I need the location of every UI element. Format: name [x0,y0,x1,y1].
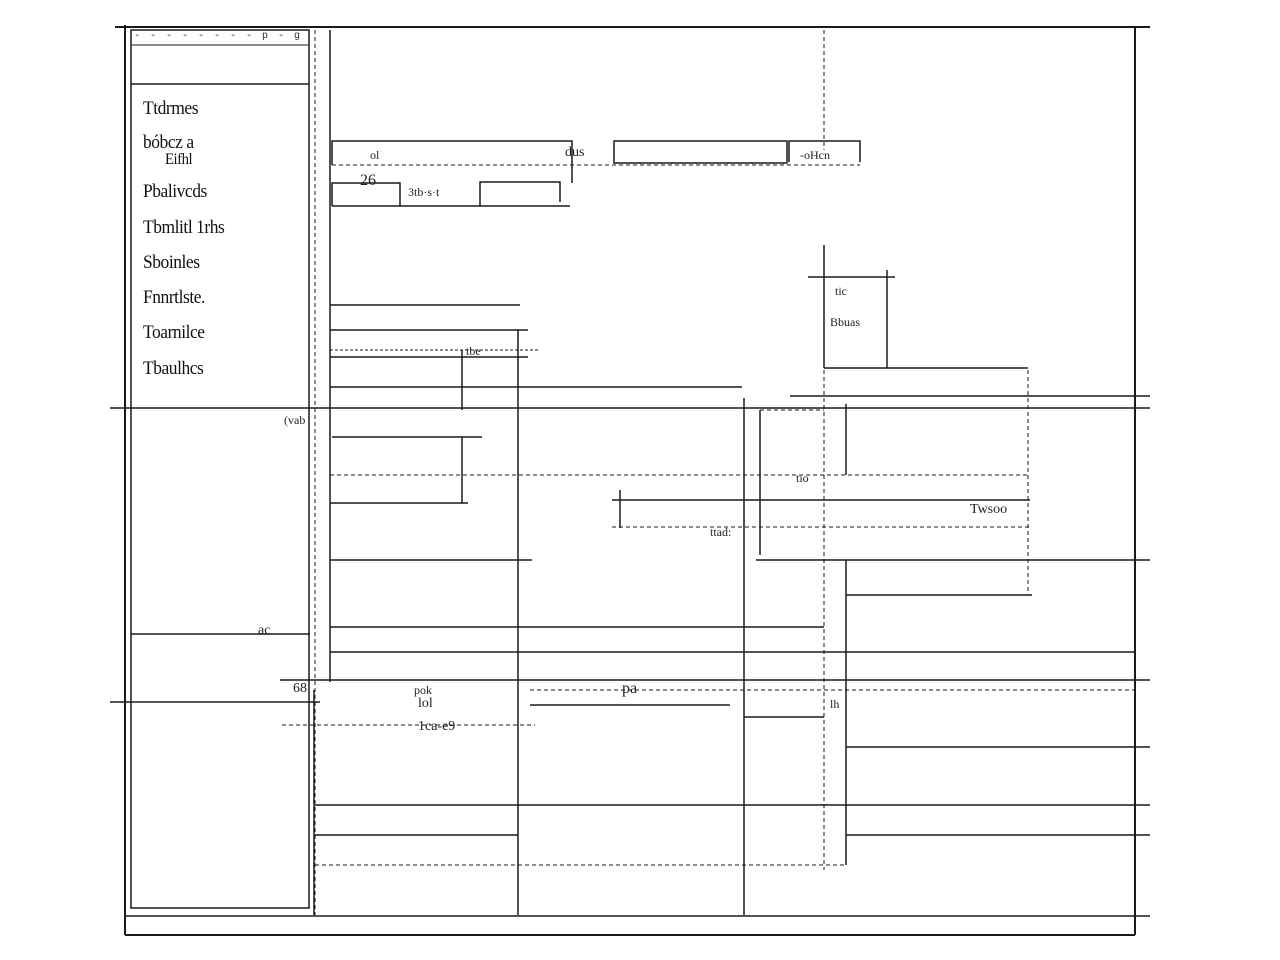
label-68: 68 [293,681,307,696]
sidebar-item-3[interactable]: Pbalivcds [143,181,207,202]
sidebar-item-2[interactable]: Eifhl [165,151,193,168]
label-tad: ttad: [710,525,732,539]
sidebar-item-7[interactable]: Toarnilce [143,322,205,343]
label-tbe: tbe [466,344,481,358]
box-26 [331,182,401,206]
sidebar-item-6[interactable]: Fnnrtlste. [143,287,205,308]
label-vab: (vab [284,413,306,427]
sidebar-item-5[interactable]: Sboinles [143,252,200,273]
label-ol: ol [370,148,380,162]
sidebar-item-8[interactable]: Tbaulhcs [143,358,204,379]
label-tic: tic [835,284,847,298]
sidebar-item-0[interactable]: Ttdrmes [143,98,199,119]
label-twso: Twsoo [970,502,1008,517]
label-tio: tio [796,471,809,485]
label-3tb: 3tb·s·t [408,185,440,199]
label-lol: lol [418,696,433,711]
box-ohc [788,140,861,162]
box-ol [331,140,573,165]
sidebar-panel [130,29,310,909]
label-dus: dus [565,145,585,160]
label-1ca: 1ca-e9 [418,719,456,734]
box-dus [613,140,788,164]
label-26: 26 [360,172,376,189]
sidebar-item-4[interactable]: Tbmlitl 1rhs [143,217,225,238]
label-pok: pok [414,683,432,697]
label-pa: pa [622,680,638,697]
box-3tb [479,181,561,206]
sidebar-item-1[interactable]: bóbcz a [143,132,194,153]
top-ruler: - - - - - - - - p - g - [134,31,303,42]
label-bbuas: Bbuas [830,315,860,329]
label-ac: ac [258,623,271,638]
label-ohc: -oHcn [800,148,830,162]
label-lh: lh [830,697,840,711]
